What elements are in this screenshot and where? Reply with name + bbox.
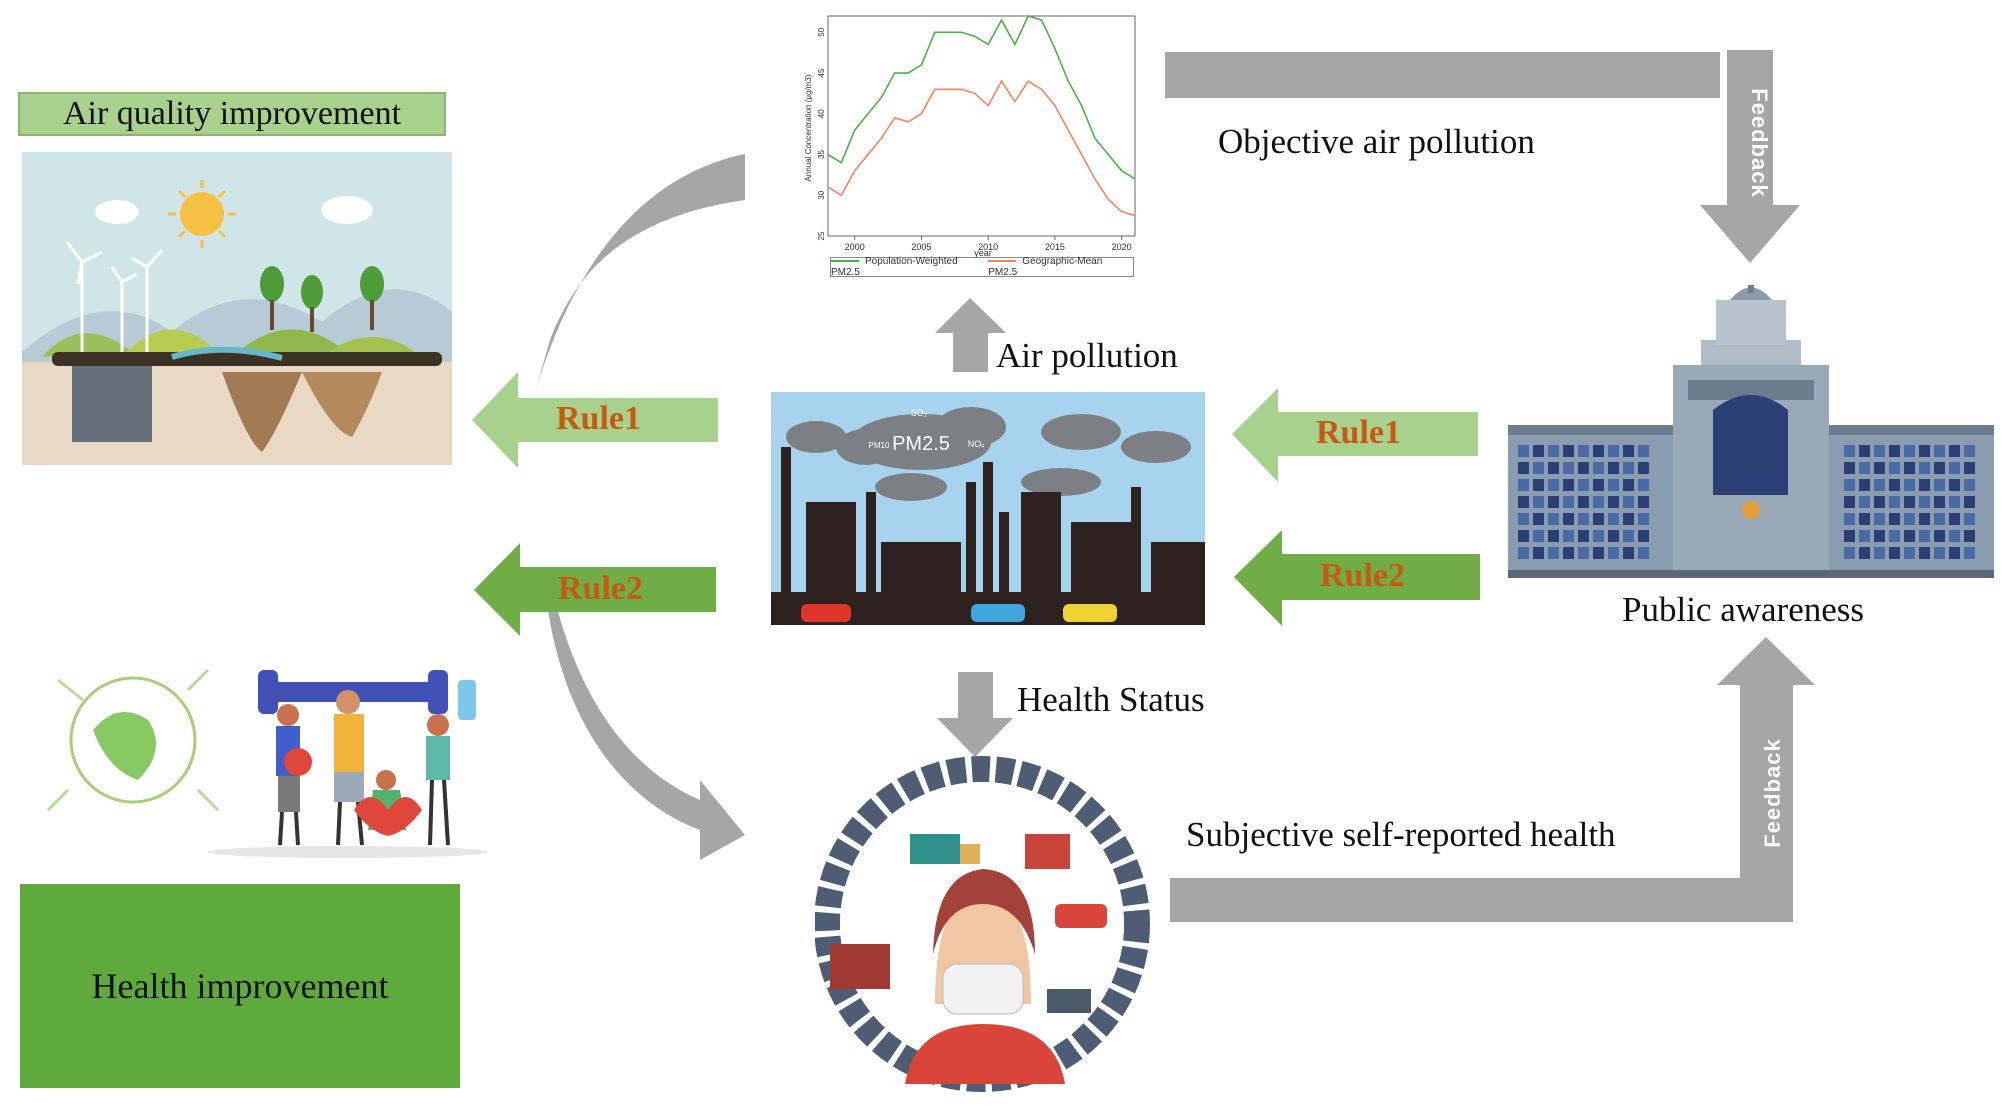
curved-arrow-lower <box>548 600 745 860</box>
chart-legend: Population-Weighted PM2.5 Geographic-Mea… <box>830 256 1134 278</box>
chart-xlabel: year <box>974 248 992 258</box>
health-status-down-arrow <box>937 672 1013 757</box>
chart-series-line-0 <box>827 15 1136 180</box>
people-fitness-icon <box>208 670 488 858</box>
factory-icon <box>830 944 890 989</box>
chart-xtick-label: 2005 <box>911 242 931 252</box>
emblem-icon <box>1742 501 1760 519</box>
subjective-health-label: Subjective self-reported health <box>1186 815 1616 854</box>
chart-xtick-label: 2000 <box>845 242 865 252</box>
left-rule1-label: Rule1 <box>556 400 641 437</box>
sun-icon <box>180 192 224 236</box>
objective-air-pollution-label: Objective air pollution <box>1218 122 1535 161</box>
truck-icon <box>910 834 960 864</box>
cloud-label-pm10: PM10 <box>869 441 890 450</box>
building-windows <box>1518 445 1975 559</box>
chart-xtick-label: 2010 <box>978 242 998 252</box>
masked-person-illustration <box>815 754 1150 1094</box>
chart-ytick-label: 25 <box>817 231 826 240</box>
air-quality-improvement-label: Air quality improvement <box>18 92 446 136</box>
chart-svg: 25 30 35 40 45 50 2000 2005 2010 2015 2020 year A… <box>804 15 1136 258</box>
cloud-label-pm25: PM2.5 <box>892 433 950 455</box>
legend-item-population: Population-Weighted PM2.5 <box>831 256 958 278</box>
air-pollution-label: Air pollution <box>996 336 1178 375</box>
chart-ylabel: Annual Concentration (μg/m3) <box>804 74 813 181</box>
wind-turbine-icon <box>65 241 164 352</box>
globe-icon <box>69 676 197 804</box>
face-mask-icon <box>942 963 1024 1015</box>
tree-icon <box>260 266 384 332</box>
factory-pollution-illustration: PM2.5 SO₂ NOₓ PM10 <box>771 392 1205 625</box>
public-awareness-label: Public awareness <box>1622 590 1865 629</box>
chart-ytick-label: 40 <box>817 109 826 118</box>
top-gray-bar <box>1165 52 1720 98</box>
health-improvement-box: Health improvement <box>20 884 460 1088</box>
cloud-icon <box>95 200 139 224</box>
health-illustration <box>28 640 498 860</box>
chart-xtick-label: 2015 <box>1045 242 1065 252</box>
chart-ytick-label: 30 <box>817 190 826 199</box>
feedback-top-label: Feedback <box>1746 88 1772 198</box>
public-building-illustration <box>1508 285 1994 585</box>
right-rule2-label: Rule2 <box>1320 557 1405 594</box>
cloud-label-so2: SO₂ <box>911 408 928 418</box>
chart-ytick-label: 35 <box>817 150 826 159</box>
chart-ytick-label: 45 <box>817 68 826 77</box>
right-rule2-arrow <box>1234 530 1480 626</box>
right-rule1-arrow <box>1232 388 1478 482</box>
air-quality-illustration <box>22 152 452 465</box>
bottom-gray-bar <box>1170 878 1745 922</box>
chart-xtick-label: 2020 <box>1112 242 1132 252</box>
cloud-label-no: NOₓ <box>968 439 985 449</box>
left-rule2-arrow <box>474 543 716 636</box>
curved-arrow-upper <box>530 154 745 410</box>
feedback-up-arrow <box>1717 637 1815 922</box>
feedback-down-arrow <box>1700 50 1800 263</box>
feedback-bottom-label: Feedback <box>1759 738 1785 848</box>
left-rule1-arrow <box>472 372 718 468</box>
pm25-line-chart: 25 30 35 40 45 50 2000 2005 2010 2015 2020 year A… <box>798 8 1143 278</box>
chart-ytick-label: 50 <box>817 27 826 36</box>
right-rule1-label: Rule1 <box>1316 414 1401 451</box>
legend-item-geographic: Geographic-Mean PM2.5 <box>988 256 1103 278</box>
chart-series-line-1 <box>827 79 1136 217</box>
left-rule2-label: Rule2 <box>558 570 643 607</box>
health-status-label: Health Status <box>1017 680 1205 719</box>
air-pollution-up-arrow <box>935 298 1006 372</box>
